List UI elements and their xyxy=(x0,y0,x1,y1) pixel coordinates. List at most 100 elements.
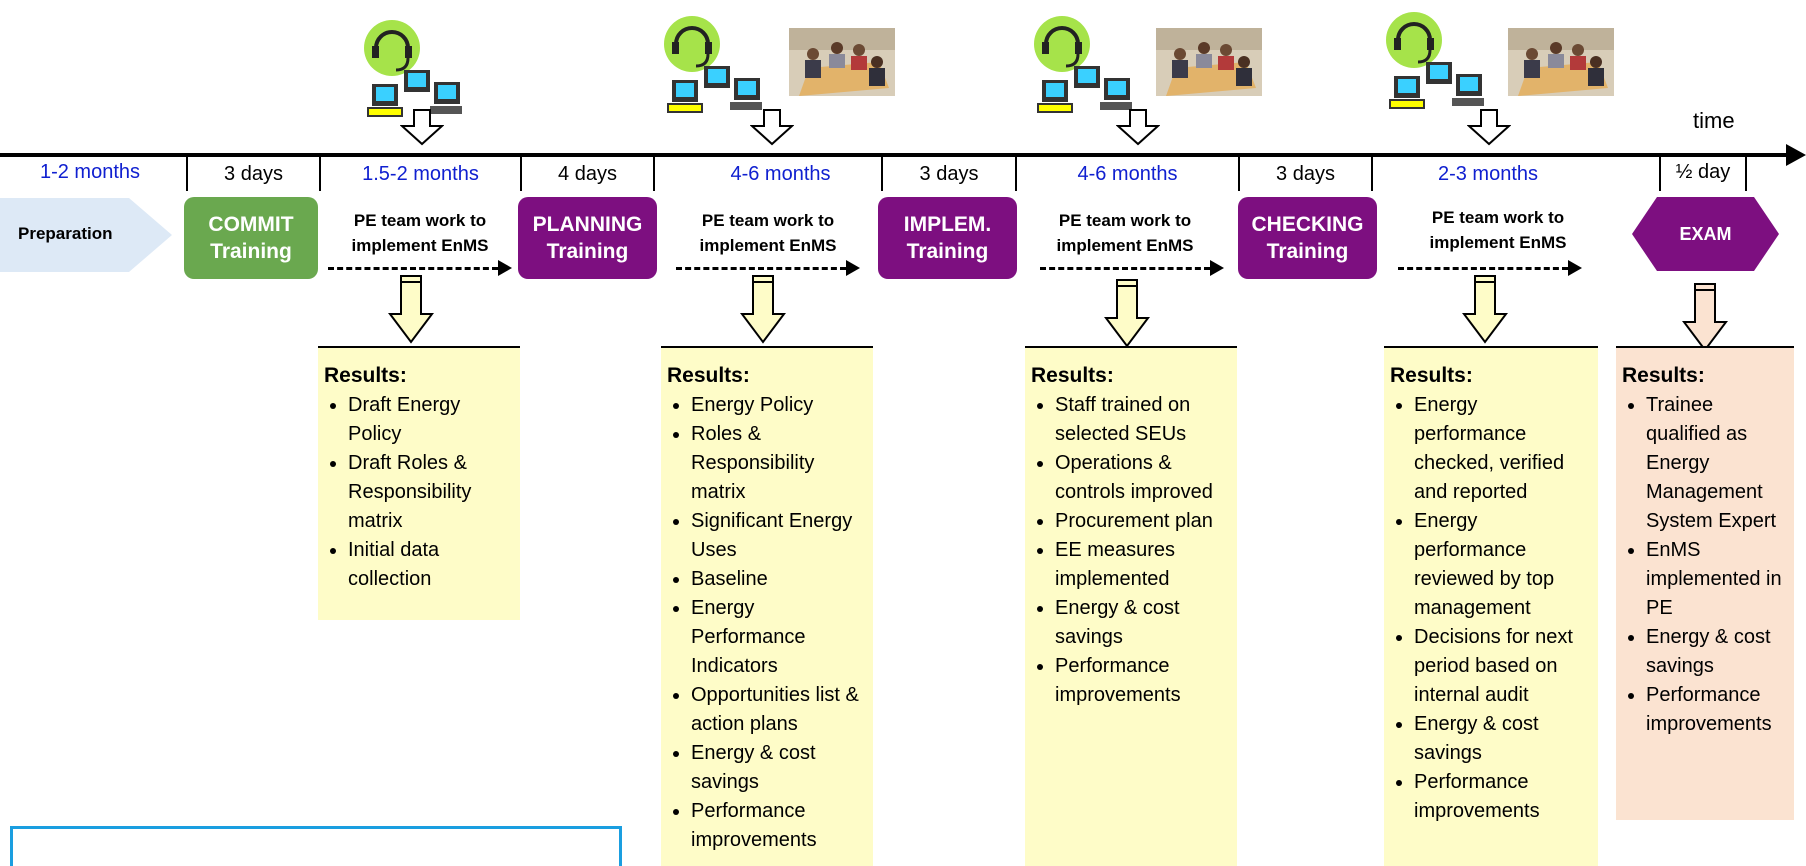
down-arrow-icon xyxy=(400,109,444,146)
dashed-arrow xyxy=(1040,267,1210,270)
exam-label: EXAM xyxy=(1679,223,1732,244)
results-box-planning: Results: Energy Policy Roles & Responsib… xyxy=(661,346,873,866)
duration-label: 3 days xyxy=(1276,163,1335,185)
training-title: COMMIT xyxy=(208,213,294,236)
duration-label: 4-6 months xyxy=(1077,163,1178,185)
list-item: EnMS implemented in PE xyxy=(1646,536,1788,623)
timeline-tick xyxy=(186,153,188,191)
results-box-checking: Results: Energy performance checked, ver… xyxy=(1384,346,1598,866)
results-list: Trainee qualified as Energy Management S… xyxy=(1622,391,1788,739)
team-work-line: implement EnMS xyxy=(699,236,837,255)
list-item: Opportunities list & action plans xyxy=(691,681,867,739)
helpdesk-headset-computers-icon xyxy=(1386,12,1484,109)
list-item: Energy performance reviewed by top manag… xyxy=(1414,507,1592,623)
duration-label: 1-2 months xyxy=(39,161,141,183)
training-subtitle: Training xyxy=(1266,240,1349,263)
down-arrow-icon xyxy=(388,275,434,344)
list-item: Energy Policy xyxy=(691,391,867,420)
meeting-photo xyxy=(1508,28,1614,96)
down-arrow-icon xyxy=(740,275,786,344)
dashed-arrowhead xyxy=(498,260,512,276)
commit-training-box: COMMIT Training xyxy=(184,197,318,279)
timeline-tick xyxy=(1015,153,1017,191)
duration-label: 2-3 months xyxy=(1437,163,1539,185)
dashed-arrow xyxy=(676,267,846,270)
timeline-tick xyxy=(1745,153,1747,191)
helpdesk-headset-computers-icon xyxy=(364,20,462,117)
team-work-line: implement EnMS xyxy=(1429,233,1567,252)
implem-training-box: IMPLEM. Training xyxy=(878,197,1017,279)
results-box-commit: Results: Draft Energy Policy Draft Roles… xyxy=(318,346,520,620)
duration-label: 1.5-2 months xyxy=(362,163,479,185)
list-item: Decisions for next period based on inter… xyxy=(1414,623,1592,710)
exam-box: EXAM xyxy=(1632,197,1779,271)
timeline-arrowhead xyxy=(1786,144,1806,166)
results-title: Results: xyxy=(1390,364,1473,387)
list-item: Performance improvements xyxy=(691,797,867,855)
time-axis-label: time xyxy=(1693,108,1735,133)
results-list: Energy Policy Roles & Responsibility mat… xyxy=(667,391,867,855)
duration-label: 3 days xyxy=(919,163,979,185)
timeline-tick xyxy=(653,153,655,191)
list-item: Significant Energy Uses xyxy=(691,507,867,565)
results-title: Results: xyxy=(324,364,407,387)
down-arrow-icon xyxy=(750,109,794,146)
team-work-label: PE team work to implement EnMS xyxy=(1408,205,1588,255)
results-title: Results: xyxy=(1031,364,1114,387)
list-item: Staff trained on selected SEUs xyxy=(1055,391,1231,449)
down-arrow-icon xyxy=(1116,109,1160,146)
list-item: Performance improvements xyxy=(1646,681,1788,739)
training-subtitle: Training xyxy=(546,240,629,263)
dashed-arrowhead xyxy=(846,260,860,276)
team-work-label: PE team work to implement EnMS xyxy=(678,208,858,258)
meeting-photo xyxy=(789,28,895,96)
list-item: Performance improvements xyxy=(1414,768,1592,826)
preparation-phase: Preparation xyxy=(0,198,172,272)
duration-label: 3 days xyxy=(224,163,283,185)
list-item: EE measures implemented xyxy=(1055,536,1231,594)
list-item: Draft Energy Policy xyxy=(348,391,514,449)
training-title: IMPLEM. xyxy=(903,213,992,236)
timeline-axis xyxy=(0,153,1790,157)
list-item: Roles & Responsibility matrix xyxy=(691,420,867,507)
timeline-tick xyxy=(1238,153,1240,191)
duration-label: 4-6 months xyxy=(730,163,831,185)
list-item: Operations & controls improved xyxy=(1055,449,1231,507)
list-item: Trainee qualified as Energy Management S… xyxy=(1646,391,1788,536)
meeting-photo xyxy=(1156,28,1262,96)
results-title: Results: xyxy=(1622,364,1705,387)
timeline-tick xyxy=(319,153,321,191)
team-work-line: implement EnMS xyxy=(351,236,489,255)
training-title: CHECKING xyxy=(1251,213,1364,236)
timeline-tick xyxy=(1371,153,1373,191)
list-item: Initial data collection xyxy=(348,536,514,594)
team-work-line: PE team work to xyxy=(1431,208,1565,227)
results-box-exam: Results: Trainee qualified as Energy Man… xyxy=(1616,346,1794,820)
duration-label: 4 days xyxy=(558,163,617,185)
list-item: Energy Performance Indicators xyxy=(691,594,867,681)
planning-training-box: PLANNING Training xyxy=(518,197,657,279)
dashed-arrow xyxy=(328,267,498,270)
team-work-label: PE team work to implement EnMS xyxy=(330,208,510,258)
training-subtitle: Training xyxy=(906,240,989,263)
helpdesk-headset-computers-icon xyxy=(1034,16,1132,113)
timeline-tick xyxy=(520,153,522,191)
timeline-tick xyxy=(1659,153,1661,191)
down-arrow-icon xyxy=(1682,283,1728,352)
list-item: Energy & cost savings xyxy=(1414,710,1592,768)
down-arrow-icon xyxy=(1104,279,1150,348)
results-list: Energy performance checked, verified and… xyxy=(1390,391,1592,826)
team-work-line: PE team work to xyxy=(1058,211,1192,230)
team-work-line: PE team work to xyxy=(701,211,835,230)
checking-training-box: CHECKING Training xyxy=(1238,197,1377,279)
team-work-line: implement EnMS xyxy=(1056,236,1194,255)
list-item: Energy & cost savings xyxy=(1646,623,1788,681)
blue-frame xyxy=(10,826,622,866)
dashed-arrowhead xyxy=(1568,260,1582,276)
list-item: Energy & cost savings xyxy=(691,739,867,797)
list-item: Performance improvements xyxy=(1055,652,1231,710)
training-title: PLANNING xyxy=(532,213,643,236)
team-work-line: PE team work to xyxy=(353,211,487,230)
duration-label: ½ day xyxy=(1675,161,1731,183)
dashed-arrowhead xyxy=(1210,260,1224,276)
